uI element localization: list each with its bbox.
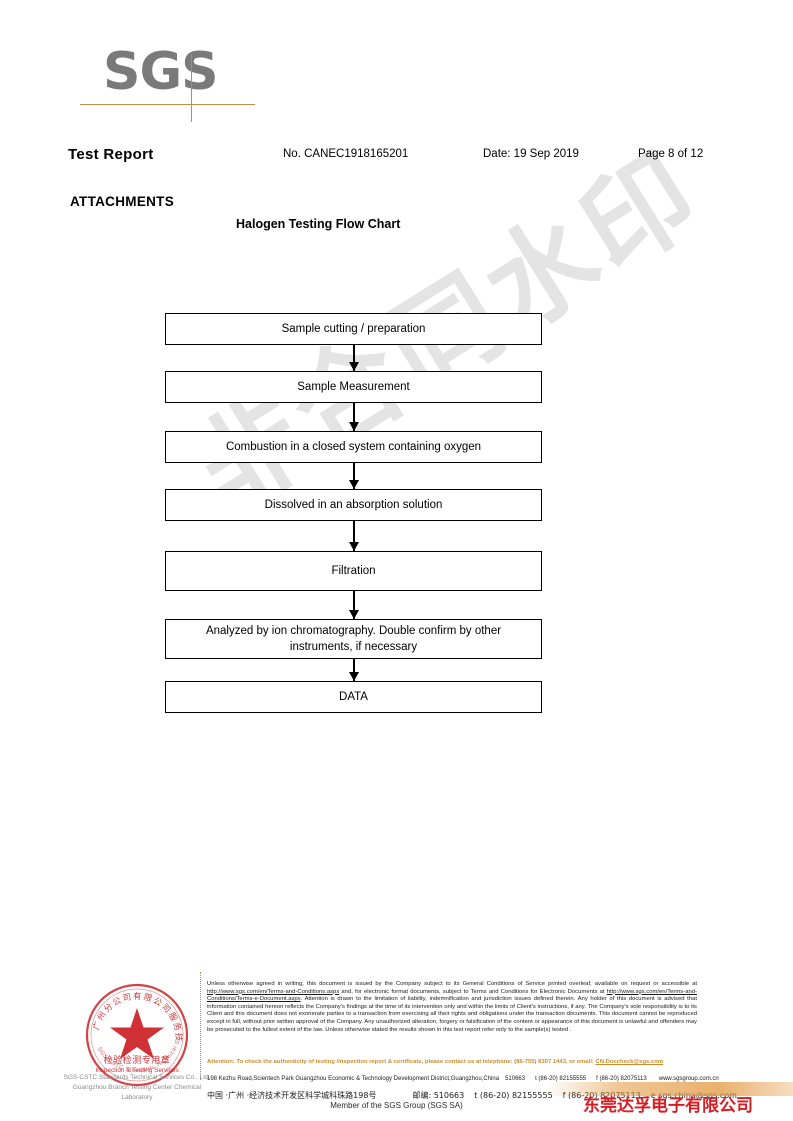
address-line-english: 198 Kezhu Road,Scientech Park Guangzhou …	[207, 1076, 719, 1082]
flow-box: Sample cutting / preparation	[165, 313, 542, 345]
attention-text: Attention: To check the authenticity of …	[207, 1059, 596, 1065]
flow-box-label: DATA	[339, 691, 368, 703]
stamp-smear	[545, 1082, 793, 1096]
flow-arrow-head	[348, 362, 359, 371]
doccheck-email-link[interactable]: CN.Doccheck@sgs.com	[595, 1059, 664, 1065]
report-date: Date: 19 Sep 2019	[483, 148, 579, 160]
footer-divider	[200, 972, 203, 1080]
sgs-logo: SGS	[80, 42, 283, 124]
flow-arrow	[165, 659, 542, 681]
flow-step: Sample cutting / preparation	[165, 313, 542, 345]
flow-step: Filtration	[165, 551, 542, 591]
page-number: Page 8 of 12	[638, 148, 704, 160]
address-en-postcode: 510663	[505, 1076, 526, 1082]
flowchart-title: Halogen Testing Flow Chart	[236, 217, 401, 231]
address-cn-postcode: 邮编: 510663	[412, 1091, 465, 1100]
flow-arrow	[165, 345, 542, 371]
flow-arrow	[165, 521, 542, 551]
sgs-group-member-line: Member of the SGS Group (SGS SA)	[330, 1101, 463, 1110]
flow-arrow-head	[348, 480, 359, 489]
flow-arrow-head	[348, 422, 359, 431]
legal-disclaimer: Unless otherwise agreed in writing, this…	[207, 981, 697, 1034]
flow-arrow	[165, 591, 542, 619]
flow-arrow-shaft	[352, 345, 355, 371]
terms-and-conditions-link[interactable]: http://www.sgs.com/en/Terms-and-Conditio…	[207, 988, 340, 995]
flow-arrow-shaft	[352, 521, 355, 551]
flow-arrow-shaft	[352, 463, 355, 489]
seal-caption-line1: SGS-CSTC Standards Technical Services Co…	[63, 1074, 211, 1081]
seal-svg: 广州分公司有限公司服务技术标准司 检验检测专用章 Inspection & Te…	[77, 972, 189, 1087]
seal-caption-line2: Guangzhou Branch Testing Center Chemical…	[72, 1084, 202, 1101]
flow-arrow-head	[348, 672, 359, 681]
flow-arrow-shaft	[352, 659, 355, 681]
address-en-text: 198 Kezhu Road,Scientech Park Guangzhou …	[207, 1076, 500, 1082]
flow-box-label: Combustion in a closed system containing…	[225, 441, 482, 453]
svg-text:检验检测专用章: 检验检测专用章	[104, 1054, 171, 1066]
flow-step: DATA	[165, 681, 542, 713]
seal-caption: SGS-CSTC Standards Technical Services Co…	[62, 1073, 212, 1103]
flow-box-label: Sample Measurement	[297, 381, 410, 393]
svg-text:Inspection & Testing Services: Inspection & Testing Services	[95, 1067, 178, 1074]
sgs-website-link[interactable]: www.sgsgroup.com.cn	[658, 1076, 719, 1082]
inspection-seal-stamp: 广州分公司有限公司服务技术标准司 检验检测专用章 Inspection & Te…	[77, 972, 192, 1090]
address-cn-text: 中国 ·广州 ·经济技术开发区科学城科珠路198号	[207, 1091, 377, 1100]
flow-box-label: Filtration	[331, 565, 376, 577]
address-cn-telephone: t (86-20) 82155555	[474, 1091, 553, 1100]
flow-step: Combustion in a closed system containing…	[165, 431, 542, 463]
logo-vertical-rule	[191, 54, 192, 122]
address-en-telephone: t (86-20) 82155555	[535, 1076, 587, 1082]
page-title: Test Report	[68, 146, 154, 163]
logo-horizontal-rule	[80, 104, 255, 105]
page-footer	[0, 972, 793, 1121]
flow-box: Dissolved in an absorption solution	[165, 489, 542, 521]
client-company-stamp: 东莞达孚电子有限公司	[583, 1096, 753, 1116]
flow-arrow	[165, 403, 542, 431]
flow-arrow-shaft	[352, 591, 355, 619]
flow-step: Analyzed by ion chromatography. Double c…	[165, 619, 542, 659]
attention-notice: Attention: To check the authenticity of …	[207, 1058, 697, 1066]
flow-box-label: Analyzed by ion chromatography. Double c…	[205, 625, 502, 653]
flow-box: Combustion in a closed system containing…	[165, 431, 542, 463]
address-en-fax: f (86-20) 82075113	[596, 1076, 647, 1082]
flow-box: DATA	[165, 681, 542, 713]
legal-part-2: and, for electronic format documents, su…	[339, 988, 607, 995]
flow-arrow-shaft	[352, 403, 355, 431]
flow-box: Filtration	[165, 551, 542, 591]
report-header: Test Report No. CANEC1918165201 Date: 19…	[0, 146, 793, 168]
legal-part-1: Unless otherwise agreed in writing, this…	[207, 981, 697, 987]
flow-box-label: Sample cutting / preparation	[281, 323, 426, 335]
flow-arrow-head	[348, 542, 359, 551]
sgs-logo-text: SGS	[103, 42, 219, 102]
flow-step: Dissolved in an absorption solution	[165, 489, 542, 521]
flow-box: Analyzed by ion chromatography. Double c…	[165, 619, 542, 659]
flow-step: Sample Measurement	[165, 371, 542, 403]
report-number: No. CANEC1918165201	[283, 148, 409, 160]
flow-arrow-head	[348, 610, 359, 619]
legal-part-3: . Attention is drawn to the limitation o…	[207, 996, 697, 1033]
flow-box-label: Dissolved in an absorption solution	[264, 499, 443, 511]
terms-e-document-link[interactable]: http://www.sgs.com/en/Terms-and-Conditio…	[207, 988, 697, 1003]
attachments-heading: ATTACHMENTS	[70, 194, 175, 209]
flow-box: Sample Measurement	[165, 371, 542, 403]
flow-arrow	[165, 463, 542, 489]
